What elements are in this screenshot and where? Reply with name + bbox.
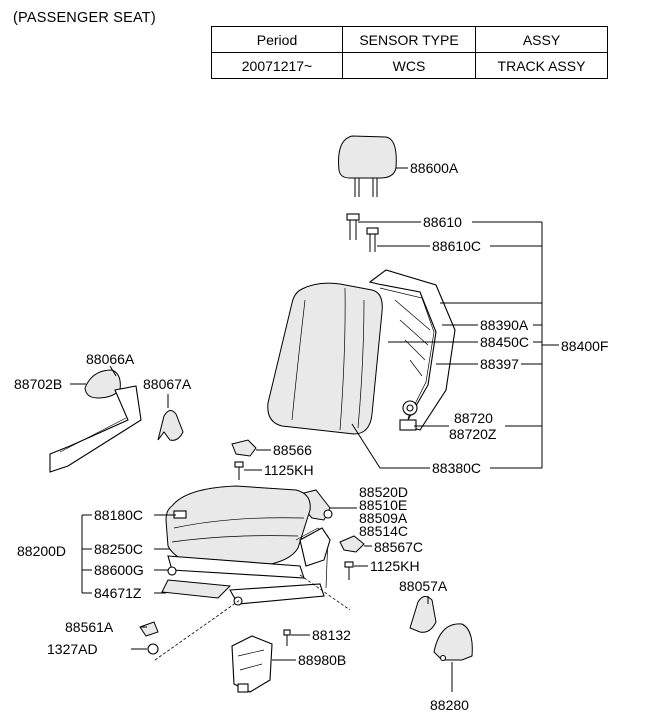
seatback-frame-part	[368, 269, 456, 431]
callout-label: 88066A	[86, 351, 135, 367]
callout-label: 88520D	[359, 484, 408, 500]
callout-label: 1327AD	[47, 641, 98, 657]
clip-part	[231, 439, 257, 480]
callout-label: 1125KH	[264, 462, 314, 478]
headrest-part	[338, 135, 397, 197]
callout-label: 88450C	[480, 334, 529, 350]
callout-label: 88600A	[410, 160, 459, 176]
callout-label: 88067A	[143, 376, 192, 392]
callout-label: 88720	[454, 410, 493, 426]
table-cell: 20071217~	[211, 52, 343, 79]
callout-label: 88514C	[359, 523, 408, 539]
callout-label: 88980B	[298, 652, 346, 668]
armrest-bracket-part	[49, 369, 184, 473]
track-bracket-part	[231, 635, 273, 693]
callout-label: 88702B	[14, 376, 62, 392]
callout-label: 88180C	[94, 507, 143, 523]
seatback-cushion-part	[267, 282, 383, 435]
callout-label: 88567C	[374, 539, 423, 555]
table-header-cell: Period	[211, 26, 343, 53]
callout-label: 88566	[273, 442, 312, 458]
callout-label: 88509A	[359, 510, 408, 526]
callout-label: 88250C	[94, 541, 143, 557]
side-cover-part	[409, 596, 473, 662]
callout-label: 88610C	[432, 238, 481, 254]
callout-label: 88132	[312, 627, 351, 643]
bracket-clip-part	[339, 535, 365, 580]
leader-lines	[70, 167, 559, 692]
callout-label: 88610	[423, 214, 462, 230]
table-header-cell: SENSOR TYPE	[342, 26, 476, 53]
callout-label: 88600G	[94, 562, 144, 578]
table-header-cell: ASSY	[475, 26, 608, 53]
table-cell: WCS	[342, 52, 476, 79]
callout-label: 88200D	[17, 543, 66, 559]
table-header-row: Period SENSOR TYPE ASSY	[211, 26, 608, 53]
small-fastener-part	[139, 621, 291, 655]
table-cell: TRACK ASSY	[475, 52, 608, 79]
seat-cushion-part	[165, 485, 311, 567]
callout-label: 1125KH	[370, 558, 420, 574]
callout-label: 88720Z	[449, 426, 497, 442]
callout-label: 88380C	[432, 460, 481, 476]
callout-label: 88057A	[399, 578, 448, 594]
callout-label: 84671Z	[94, 585, 142, 601]
callout-label: 88390A	[480, 317, 529, 333]
callout-label: 88561A	[65, 619, 114, 635]
page-heading: (PASSENGER SEAT)	[13, 10, 156, 26]
callout-label: 88510E	[359, 497, 407, 513]
callout-label: 88400F	[561, 338, 608, 354]
table-row: 20071217~ WCS TRACK ASSY	[211, 52, 608, 79]
headrest-guide-part	[346, 213, 379, 252]
callout-label: 88280	[430, 697, 469, 713]
spec-table: Period SENSOR TYPE ASSY 20071217~ WCS TR…	[211, 26, 608, 79]
callout-label: 88397	[480, 356, 519, 372]
callout-labels: 88600A 88610 88610C 88390A 88450C 88400F…	[14, 160, 608, 713]
